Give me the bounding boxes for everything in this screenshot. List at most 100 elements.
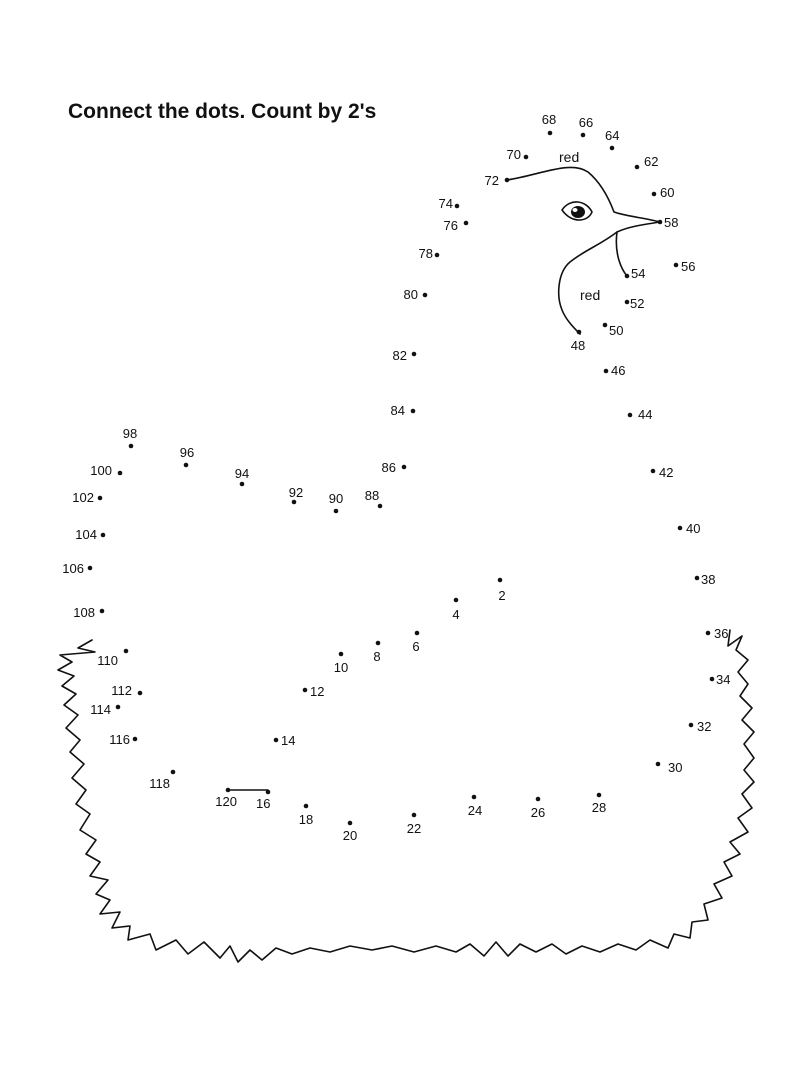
dot-label-22: 22 [407,821,421,836]
dot-label-94: 94 [235,466,249,481]
dot-118 [170,769,176,775]
dot-label-80: 80 [404,287,418,302]
dot-88 [377,503,383,509]
nest-outline [57,629,755,963]
dot-44 [627,412,633,418]
dot-label-112: 112 [111,683,132,698]
dot-72 [504,177,510,183]
dot-56 [673,262,679,268]
dot-4 [453,597,459,603]
dot-label-62: 62 [644,154,658,169]
dot-label-16: 16 [256,796,270,811]
dot-80 [422,292,428,298]
dot-2 [497,577,503,583]
dot-14 [273,737,279,743]
dot-100 [117,470,123,476]
dot-114 [115,704,121,710]
dot-label-116: 116 [109,732,130,747]
dot-46 [603,368,609,374]
dot-label-98: 98 [123,426,137,441]
dot-label-42: 42 [659,465,673,480]
dot-108 [99,608,105,614]
dot-58 [657,219,663,225]
beak-lower-line [557,231,618,335]
color-word-wattle: red [580,287,600,303]
dot-label-48: 48 [571,338,585,353]
dot-76 [463,220,469,226]
dot-86 [401,464,407,470]
dot-label-30: 30 [668,760,682,775]
dot-label-52: 52 [630,296,644,311]
dot-label-56: 56 [681,259,695,274]
dot-120 [225,787,231,793]
dot-20 [347,820,353,826]
dot-label-50: 50 [609,323,623,338]
dot-66 [580,132,586,138]
dot-label-58: 58 [664,215,678,230]
beak-top-line [506,166,661,277]
dot-label-106: 106 [62,561,84,576]
dot-90 [333,508,339,514]
dot-106 [87,565,93,571]
dot-label-70: 70 [507,147,521,162]
dot-label-66: 66 [579,115,593,130]
dot-24 [471,794,477,800]
dot-label-64: 64 [605,128,619,143]
dot-label-20: 20 [343,828,357,843]
dot-label-74: 74 [439,196,453,211]
dot-10 [338,651,344,657]
dot-label-90: 90 [329,491,343,506]
worksheet-title: Connect the dots. Count by 2's [68,100,377,123]
dot-84 [410,408,416,414]
dot-label-82: 82 [393,348,407,363]
dot-label-100: 100 [90,463,112,478]
dot-label-72: 72 [485,173,499,188]
dot-38 [694,575,700,581]
color-word-head: red [559,149,579,165]
dot-8 [375,640,381,646]
dot-52 [624,299,630,305]
dot-34 [709,676,715,682]
dot-36 [705,630,711,636]
dot-label-104: 104 [75,527,97,542]
dot-22 [411,812,417,818]
dot-32 [688,722,694,728]
dot-label-88: 88 [365,488,379,503]
dot-12 [302,687,308,693]
dot-68 [547,130,553,136]
dot-74 [454,203,460,209]
dot-label-44: 44 [638,407,652,422]
dot-label-14: 14 [281,733,295,748]
dot-label-68: 68 [542,112,556,127]
dot-label-96: 96 [180,445,194,460]
dot-102 [97,495,103,501]
dot-110 [123,648,129,654]
dot-label-60: 60 [660,185,674,200]
dot-70 [523,154,529,160]
dot-26 [535,796,541,802]
dot-78 [434,252,440,258]
dot-48 [576,329,582,335]
dot-label-114: 114 [90,702,111,717]
dot-label-36: 36 [714,626,728,641]
dot-label-78: 78 [419,246,433,261]
dot-label-26: 26 [531,805,545,820]
dot-18 [303,803,309,809]
dot-label-76: 76 [444,218,458,233]
dot-label-18: 18 [299,812,313,827]
dot-label-38: 38 [701,572,715,587]
dot-16 [265,789,271,795]
dot-60 [651,191,657,197]
dot-94 [239,481,245,487]
dot-label-102: 102 [72,490,94,505]
eye-icon [561,201,593,221]
dot-30 [655,761,661,767]
dot-label-8: 8 [373,649,380,664]
dot-98 [128,443,134,449]
dot-104 [100,532,106,538]
dot-label-24: 24 [468,803,482,818]
dot-40 [677,525,683,531]
